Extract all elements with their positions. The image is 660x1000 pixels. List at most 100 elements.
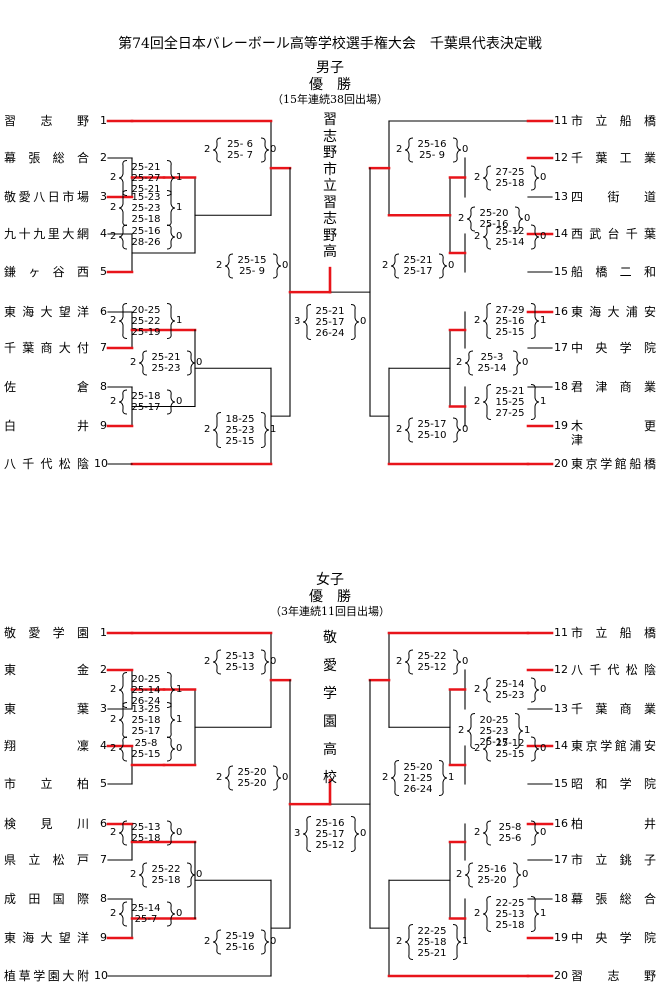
champion-char: 市 [323,161,337,178]
winner-sets: 2 [110,172,117,183]
team-name: 市立銚子 [571,853,656,867]
score-brace [452,649,462,675]
team-name: 敬愛学園 [4,626,89,640]
seed-number: 9 [100,419,107,432]
loser-sets: 0 [270,936,277,947]
winner-sets: 2 [474,743,481,754]
seed-number: 1 [100,114,107,127]
score-brace [404,649,414,675]
seed-number: 6 [100,305,107,318]
score-brace [530,165,540,191]
score-brace [530,736,540,762]
score-brace [166,736,176,762]
result-label: 優 勝 [309,77,351,93]
winner-sets: 2 [474,908,481,919]
seed-number: 17 [554,341,568,354]
winner-sets: 2 [110,396,117,407]
winner-sets: 2 [216,260,223,271]
score-brace [482,165,492,191]
match-scores: 25-16 25- 9 [417,139,447,161]
score-brace [452,137,462,163]
seed-number: 15 [554,265,568,278]
match-scores: 25-12 25-15 [495,738,525,760]
team-name: 東京学館浦安 [571,739,656,753]
team-name: 幕張総合 [571,892,656,906]
score-brace [464,350,474,376]
score-brace [482,820,492,846]
score-brace [514,713,524,749]
loser-sets: 0 [176,231,183,242]
score-brace [166,820,176,846]
loser-sets: 1 [176,172,183,183]
winner-sets: 2 [458,213,465,224]
match-scores: 25-21 25-17 26-24 [315,305,345,339]
score-brace [166,224,176,250]
score-brace [260,137,270,163]
score-brace [272,253,282,279]
match-scores: 25-21 25-23 [151,352,181,374]
score-brace [452,417,462,443]
seed-number: 20 [554,457,568,470]
winner-sets: 2 [474,231,481,242]
seed-number: 5 [100,777,107,790]
score-brace [186,350,196,376]
match-scores: 22-25 25-13 25-18 [495,897,525,931]
winner-sets: 2 [204,656,211,667]
seed-number: 11 [554,114,568,127]
match-scores: 25-14 25-7 [131,903,161,925]
seed-number: 2 [100,151,107,164]
team-name: 昭和学院 [571,777,656,791]
winner-sets: 2 [396,656,403,667]
score-brace [530,384,540,420]
team-name: 東京学館船橋 [571,457,656,471]
winner-sets: 2 [474,172,481,183]
team-name: 敬愛八日市場 [4,190,89,204]
champion-name: 敬愛学園高校 [320,624,340,792]
team-name: 習 志 野 [571,969,656,983]
loser-sets: 1 [462,936,469,947]
winner-sets: 2 [110,714,117,725]
match-scores: 25-13 25-13 [225,651,255,673]
score-brace [482,384,492,420]
match-scores: 25-20 25-16 [479,208,509,230]
loser-sets: 0 [176,908,183,919]
winner-sets: 2 [110,908,117,919]
match-scores: 25-18 25-17 [131,391,161,413]
loser-sets: 0 [540,231,547,242]
match-scores: 15-23 25-23 25-18 [131,191,161,225]
seed-number: 14 [554,227,568,240]
match-scores: 25-21 15-25 27-25 [495,385,525,419]
winner-sets: 2 [110,743,117,754]
team-name: 八千代松陰 [4,457,89,471]
winner-sets: 3 [294,828,301,839]
loser-sets: 0 [196,869,203,880]
seed-number: 8 [100,380,107,393]
team-name: 県立松戸 [4,853,89,867]
score-brace [350,816,360,852]
team-name: 佐 倉 [4,380,89,394]
score-brace [224,765,234,791]
winner-sets: 2 [110,315,117,326]
score-brace [260,649,270,675]
loser-sets: 0 [176,396,183,407]
match-scores: 22-25 25-18 25-21 [417,925,447,959]
loser-sets: 0 [524,213,531,224]
seed-number: 19 [554,419,568,432]
team-name: 木 更 津 [571,419,660,447]
match-scores: 25-14 25-23 [495,679,525,701]
match-scores: 25-20 25-20 [237,767,267,789]
match-scores: 25-20 21-25 26-24 [403,761,433,795]
match-scores: 25-15 25- 9 [237,255,267,277]
loser-sets: 1 [540,315,547,326]
division-label: 女子 [316,572,344,588]
loser-sets: 0 [462,656,469,667]
team-name: 市立船橋 [571,114,656,128]
loser-sets: 0 [176,743,183,754]
winner-sets: 2 [204,424,211,435]
match-scores: 25-12 25-14 [495,226,525,248]
loser-sets: 0 [462,424,469,435]
score-brace [118,736,128,762]
match-scores: 25-17 25-10 [417,419,447,441]
match-scores: 25-8 25-15 [131,738,161,760]
team-name: 幕張総合 [4,151,89,165]
